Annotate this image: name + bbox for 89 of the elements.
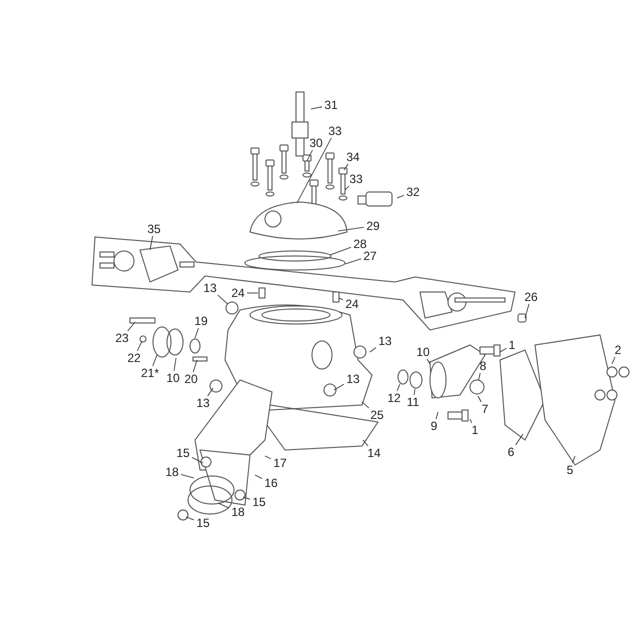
callout-number: 35: [147, 223, 161, 235]
callout-number: 26: [524, 291, 538, 303]
callout-number: 14: [367, 447, 381, 459]
callout-number: 16: [264, 477, 278, 489]
callout-number: 15: [252, 496, 266, 508]
leader-line: [396, 194, 404, 198]
leader-line: [470, 418, 472, 424]
leader-line: [152, 354, 158, 366]
callout-number: 20: [184, 373, 198, 385]
leader-line: [217, 294, 228, 304]
leader-line: [192, 457, 204, 464]
leader-line: [218, 502, 230, 508]
callout-number: 17: [273, 457, 287, 469]
callout-number: 28: [353, 238, 367, 250]
leader-line: [246, 292, 258, 294]
callout-number: 23: [115, 332, 129, 344]
leader-line: [174, 358, 176, 372]
leader-line: [436, 412, 438, 420]
callout-number: 13: [203, 282, 217, 294]
leader-line: [612, 356, 616, 364]
callout-number: 6: [508, 446, 514, 458]
leader-line: [362, 402, 370, 408]
leader-line: [264, 456, 272, 460]
leader-line: [242, 496, 250, 500]
callout-number: 2: [614, 344, 622, 356]
leader-line: [180, 474, 194, 478]
leader-line: [370, 347, 376, 352]
callout-number: 29: [366, 220, 380, 232]
leader-line: [194, 328, 199, 338]
callout-number: 11: [406, 396, 420, 408]
leader-line: [524, 304, 530, 318]
callout-number: 15: [196, 517, 210, 529]
leader-line: [296, 138, 332, 204]
leader-line: [362, 440, 368, 446]
leader-line: [334, 384, 344, 390]
callout-number: 25: [370, 409, 384, 421]
callout-number: 10: [416, 346, 430, 358]
leader-line: [500, 348, 507, 352]
callout-number: 10: [166, 372, 180, 384]
callout-number: 15: [176, 447, 190, 459]
leader-line: [478, 372, 481, 381]
leader-line: [344, 186, 350, 190]
leader-line: [414, 388, 416, 396]
leader-line: [136, 340, 142, 352]
callout-number: 31: [324, 99, 338, 111]
callout-number: 9: [430, 420, 438, 432]
leader-line: [127, 322, 136, 332]
callout-number: 21*: [140, 367, 160, 379]
leader-line: [338, 226, 364, 232]
leader-line: [150, 236, 154, 250]
callout-number: 33: [349, 173, 363, 185]
leader-line: [207, 388, 214, 396]
callout-number: 1: [472, 424, 478, 436]
callout-number: 13: [346, 373, 360, 385]
callout-number: 12: [387, 392, 401, 404]
nut-drawing: [226, 302, 238, 314]
leader-line: [330, 246, 352, 256]
leader-line: [515, 434, 524, 446]
callout-number: 8: [480, 360, 486, 372]
leader-line: [192, 360, 198, 372]
callout-number: 5: [566, 464, 574, 476]
callout-number: 33: [328, 125, 342, 137]
callout-number: 24: [231, 287, 245, 299]
leader-line: [572, 456, 576, 464]
callout-number: 7: [482, 403, 488, 415]
leader-line: [478, 396, 482, 402]
leader-line: [310, 106, 322, 110]
callout-number: 34: [346, 151, 360, 163]
leader-line: [344, 258, 362, 264]
callout-number: 18: [231, 506, 245, 518]
callout-number: 32: [406, 186, 420, 198]
leader-line: [338, 298, 344, 300]
leader-line: [426, 358, 430, 364]
leader-line: [186, 516, 194, 520]
callout-number: 13: [378, 335, 392, 347]
nut-drawing: [470, 380, 484, 394]
callout-number: 18: [165, 466, 179, 478]
callout-number: 19: [194, 315, 208, 327]
leader-line: [344, 164, 349, 170]
callout-number: 13: [196, 397, 210, 409]
callout-number: 1: [508, 339, 516, 351]
leader-line: [254, 474, 262, 479]
callout-number: 27: [363, 250, 377, 262]
leader-line: [306, 150, 313, 162]
cylinder-head-drawing: [250, 202, 348, 240]
callout-number: 22: [127, 352, 141, 364]
callout-number: 30: [309, 137, 323, 149]
callout-number: 24: [345, 298, 359, 310]
leader-line: [396, 384, 400, 392]
